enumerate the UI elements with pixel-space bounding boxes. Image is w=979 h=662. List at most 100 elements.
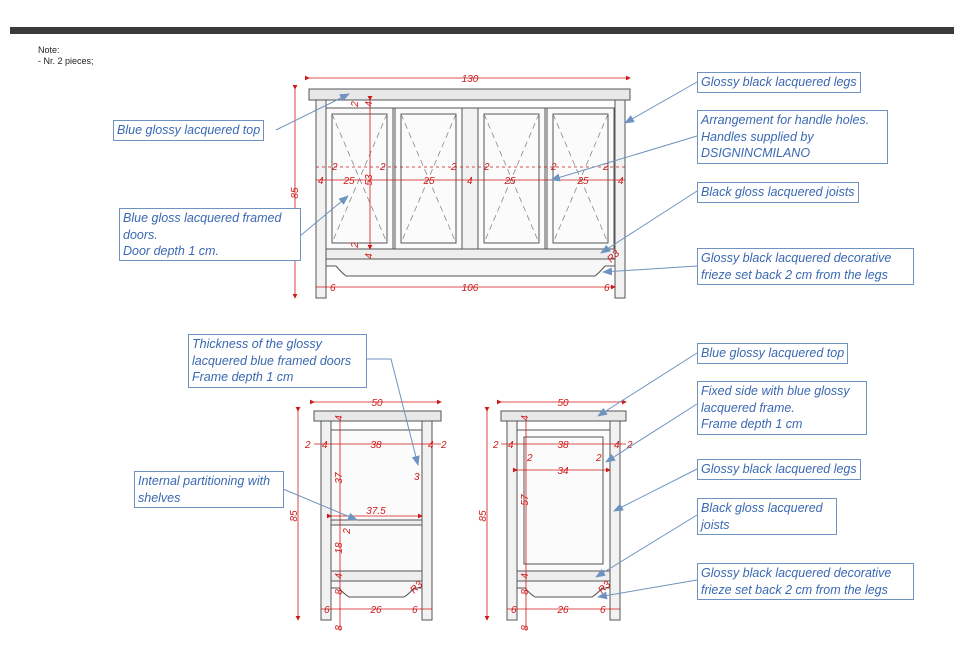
front-gap-center-label: 4 (467, 176, 473, 187)
front-door-height-label: 53 (364, 174, 375, 186)
front-leg-left (315, 99, 327, 299)
callout-side-top: Blue glossy lacquered top (697, 343, 849, 364)
front-joist-label: 4 (364, 253, 375, 259)
left-leg-l-label: 4 (322, 440, 328, 451)
left-shelf-label: 37.5 (366, 506, 386, 517)
right-panel-label: 34 (557, 466, 569, 477)
right-legw-r-label: 6 (600, 605, 606, 616)
right-side-l-label: 2 (492, 440, 499, 451)
right-width-label: 50 (557, 398, 569, 409)
right-bottom-label: 26 (556, 605, 569, 616)
callout-partition: Internal partitioning with shelves (134, 471, 284, 508)
note-line: - Nr. 2 pieces; (38, 56, 94, 66)
left-side-r-label: 2 (440, 440, 447, 451)
callout-side-frieze: Glossy black lacquered decorative frieze… (697, 563, 914, 600)
right-joist-label: 4 (520, 573, 531, 579)
left-top (313, 410, 442, 422)
left-foot-bottom-label: 8 (334, 625, 345, 631)
callout-side-joists: Black gloss lacquered joists (697, 498, 837, 535)
leader-thickness (367, 358, 420, 466)
front-frame-3-label: 2 (450, 162, 457, 173)
callout-front-top: Blue glossy lacquered top (113, 120, 265, 141)
right-top-label: 4 (520, 415, 531, 421)
right-frame-l-label: 2 (526, 453, 533, 464)
front-frame-2-label: 2 (379, 162, 386, 173)
callout-side-legs: Glossy black lacquered legs (697, 459, 861, 480)
front-door-4-label: 25 (576, 176, 589, 187)
leader-partition (282, 488, 358, 521)
front-frieze (325, 258, 616, 277)
front-top-gap-label: 4 (364, 101, 375, 107)
right-side-r-label: 2 (626, 440, 633, 451)
front-door-2-label: 25 (422, 176, 435, 187)
front-door-3-label: 25 (503, 176, 516, 187)
front-frame-5-label: 2 (550, 162, 557, 173)
left-leg-r-label: 4 (428, 440, 434, 451)
right-foot-label: 8 (520, 589, 531, 595)
left-shelf (330, 519, 423, 526)
front-top (308, 88, 631, 101)
left-top-label: 4 (334, 415, 345, 421)
left-frieze (330, 580, 423, 598)
left-legw-l-label: 6 (324, 605, 330, 616)
leader-front-joists (600, 190, 698, 254)
leader-side-top (597, 352, 698, 417)
right-legw-l-label: 6 (511, 605, 517, 616)
left-inner-label: 38 (370, 440, 382, 451)
left-side-l-label: 2 (304, 440, 311, 451)
left-shelf-t-label: 2 (342, 528, 353, 535)
leader-side-frieze (597, 579, 698, 600)
front-leg-right-label: 6 (604, 283, 610, 294)
front-inner-label: 106 (462, 283, 479, 294)
left-width-label: 50 (371, 398, 383, 409)
leader-side-legs (613, 468, 698, 512)
right-panel-h-label: 57 (520, 494, 531, 506)
right-leg-l-label: 4 (508, 440, 514, 451)
side-view-right (500, 410, 627, 621)
left-foot-label: 8 (334, 589, 345, 595)
right-body (516, 429, 611, 572)
right-panel (523, 436, 604, 565)
callout-front-legs: Glossy black lacquered legs (697, 72, 861, 93)
callout-front-doors: Blue gloss lacquered framed doors. Door … (119, 208, 301, 261)
right-height-label: 85 (478, 510, 489, 522)
callout-front-joists: Black gloss lacquered joists (697, 182, 859, 203)
callout-front-frieze: Glossy black lacquered decorative frieze… (697, 248, 914, 285)
front-gap-right-label: 4 (618, 176, 624, 187)
callout-thickness: Thickness of the glossy lacquered blue f… (188, 334, 367, 388)
left-bottom-label: 26 (369, 605, 382, 616)
callout-side-fixed: Fixed side with blue glossy lacquered fr… (697, 381, 867, 435)
front-top-thickness-label: 2 (350, 101, 361, 108)
left-upper-label: 37 (334, 472, 345, 484)
leader-side-joists (595, 514, 698, 578)
front-leg-left-label: 6 (330, 283, 336, 294)
front-bottom-frame-label: 2 (350, 242, 361, 249)
front-leg-right (614, 99, 626, 299)
leader-side-fixed (605, 403, 698, 463)
front-frame-1-label: 2 (331, 162, 338, 173)
note: Note: - Nr. 2 pieces; (38, 45, 94, 67)
right-frame-r-label: 2 (595, 453, 602, 464)
front-view (308, 88, 631, 299)
leader-front-legs (624, 81, 698, 124)
left-joist-label: 4 (334, 573, 345, 579)
front-door-1-label: 25 (342, 176, 355, 187)
leader-front-frieze (602, 265, 698, 276)
left-lower-label: 18 (334, 542, 345, 554)
leader-front-top (275, 93, 350, 131)
front-frame-4-label: 2 (483, 162, 490, 173)
right-frieze (516, 580, 611, 598)
leader-front-handles (550, 135, 698, 182)
callout-front-handles: Arrangement for handle holes. Handles su… (697, 110, 888, 164)
front-gap-left-label: 4 (318, 176, 324, 187)
right-top (500, 410, 627, 422)
right-foot-bottom-label: 8 (520, 625, 531, 631)
title-bar (10, 27, 954, 34)
front-width-label: 130 (462, 74, 479, 85)
left-legw-r-label: 6 (412, 605, 418, 616)
left-thick-label: 3 (414, 472, 420, 483)
side-view-left (313, 410, 442, 621)
left-body (330, 429, 423, 572)
note-title: Note: (38, 45, 60, 55)
